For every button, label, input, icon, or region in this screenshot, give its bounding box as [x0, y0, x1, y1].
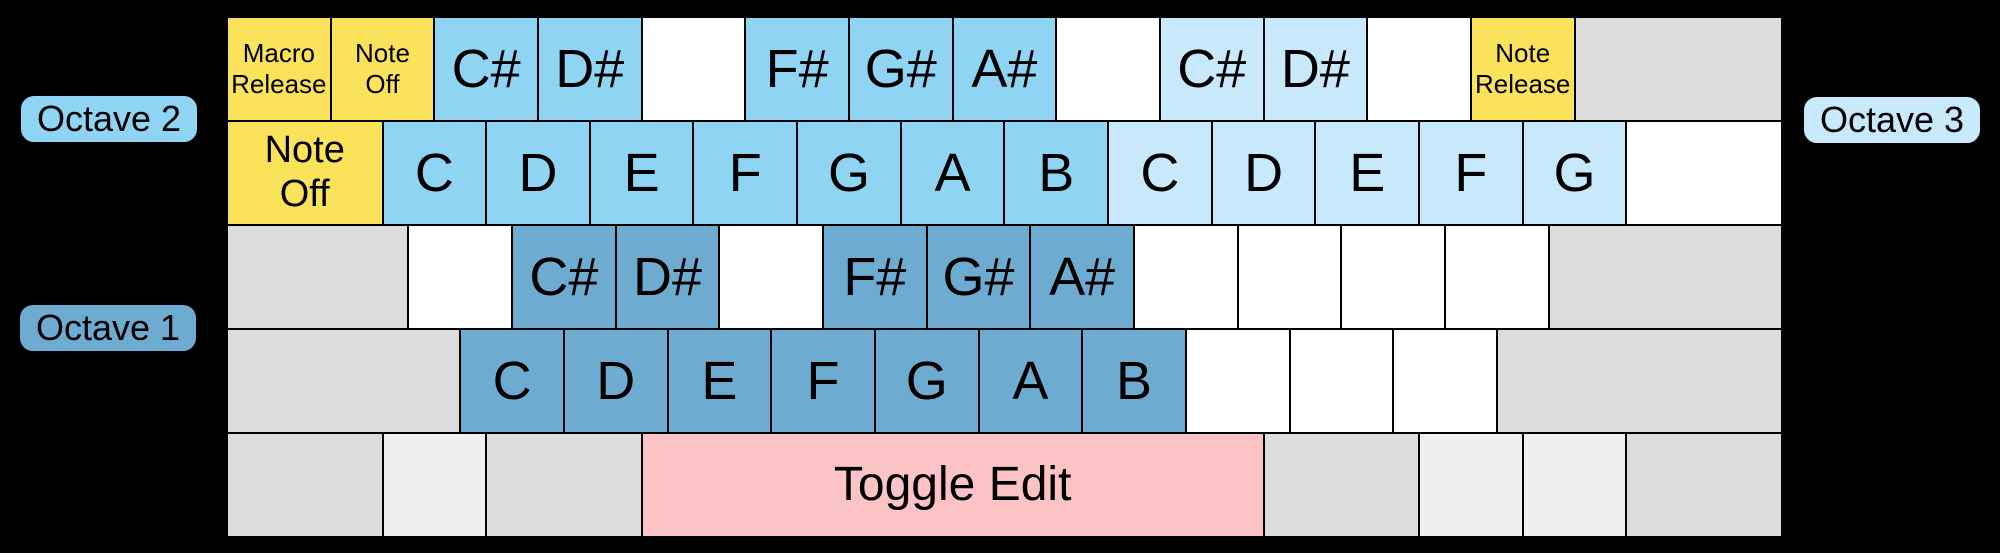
octave-2-label: Octave 2: [18, 93, 200, 145]
key-a-octave2: A: [900, 121, 1005, 225]
key-blank: [719, 225, 824, 329]
key-backspace-unassigned: [1574, 17, 1782, 121]
key-alt-left-unassigned: [486, 433, 642, 537]
key-c-sharp-octave2: C#: [434, 17, 538, 121]
key-d-octave1: D: [563, 329, 668, 433]
key-macro-release: Macro Release: [227, 17, 331, 121]
key-blank: [1185, 329, 1290, 433]
key-blank: [1056, 17, 1160, 121]
key-d-octave2: D: [486, 121, 590, 225]
octave-3-label: Octave 3: [1801, 94, 1983, 146]
key-rshift-unassigned: [1496, 329, 1782, 433]
key-f-sharp-octave1: F#: [823, 225, 927, 329]
key-d-sharp-octave1: D#: [615, 225, 720, 329]
key-g-octave3: G: [1522, 121, 1627, 225]
key-f-octave2: F: [693, 121, 798, 225]
key-c-sharp-octave1: C#: [512, 225, 616, 329]
key-capslock-unassigned: [227, 225, 409, 329]
key-a-octave1: A: [978, 329, 1083, 433]
key-g-sharp-octave2: G#: [848, 17, 953, 121]
key-c-octave3: C: [1108, 121, 1212, 225]
key-ctrl-left-unassigned: [227, 433, 383, 537]
key-a-sharp-octave2: A#: [952, 17, 1057, 121]
key-a-sharp-octave1: A#: [1030, 225, 1134, 329]
key-blank: [1367, 17, 1471, 121]
key-meta-right-unassigned: [1419, 433, 1523, 537]
keyboard-row-3: C#D# F#G#A#: [227, 225, 1782, 329]
key-blank: [1134, 225, 1238, 329]
key-note-off: Note Off: [330, 17, 435, 121]
key-blank: [408, 225, 513, 329]
key-blank: [1393, 329, 1497, 433]
key-blank: [1237, 225, 1342, 329]
key-blank: [1289, 329, 1394, 433]
keyboard-row-5: Toggle Edit: [227, 433, 1782, 537]
key-g-sharp-octave1: G#: [926, 225, 1031, 329]
key-c-sharp-octave3: C#: [1159, 17, 1264, 121]
key-alt-right-unassigned: [1263, 433, 1420, 537]
key-c-octave1: C: [460, 329, 564, 433]
key-blank: [1341, 225, 1445, 329]
key-ctrl-right-unassigned: [1626, 433, 1782, 537]
key-b-octave2: B: [1004, 121, 1109, 225]
key-f-octave1: F: [771, 329, 875, 433]
key-f-octave3: F: [1419, 121, 1523, 225]
key-e-octave2: E: [589, 121, 694, 225]
key-b-octave1: B: [1082, 329, 1186, 433]
key-blank: [641, 17, 746, 121]
key-blank: [1626, 121, 1782, 225]
key-g-octave1: G: [874, 329, 979, 433]
key-tab-note-off: Note Off: [227, 121, 383, 225]
key-f-sharp-octave2: F#: [745, 17, 849, 121]
key-space-toggle-edit: Toggle Edit: [641, 433, 1264, 537]
key-d-sharp-octave2: D#: [537, 17, 642, 121]
key-lshift-unassigned: [227, 329, 461, 433]
key-blank: [1444, 225, 1549, 329]
key-menu-unassigned: [1522, 433, 1627, 537]
key-e-octave1: E: [667, 329, 772, 433]
key-d-octave3: D: [1211, 121, 1316, 225]
key-meta-left-unassigned: [382, 433, 487, 537]
key-e-octave3: E: [1315, 121, 1420, 225]
octave-1-label: Octave 1: [17, 302, 199, 354]
key-d-sharp-octave3: D#: [1263, 17, 1368, 121]
key-c-octave2: C: [382, 121, 487, 225]
key-note-release: Note Release: [1470, 17, 1575, 121]
key-enter-unassigned: [1548, 225, 1782, 329]
key-g-octave2: G: [797, 121, 901, 225]
